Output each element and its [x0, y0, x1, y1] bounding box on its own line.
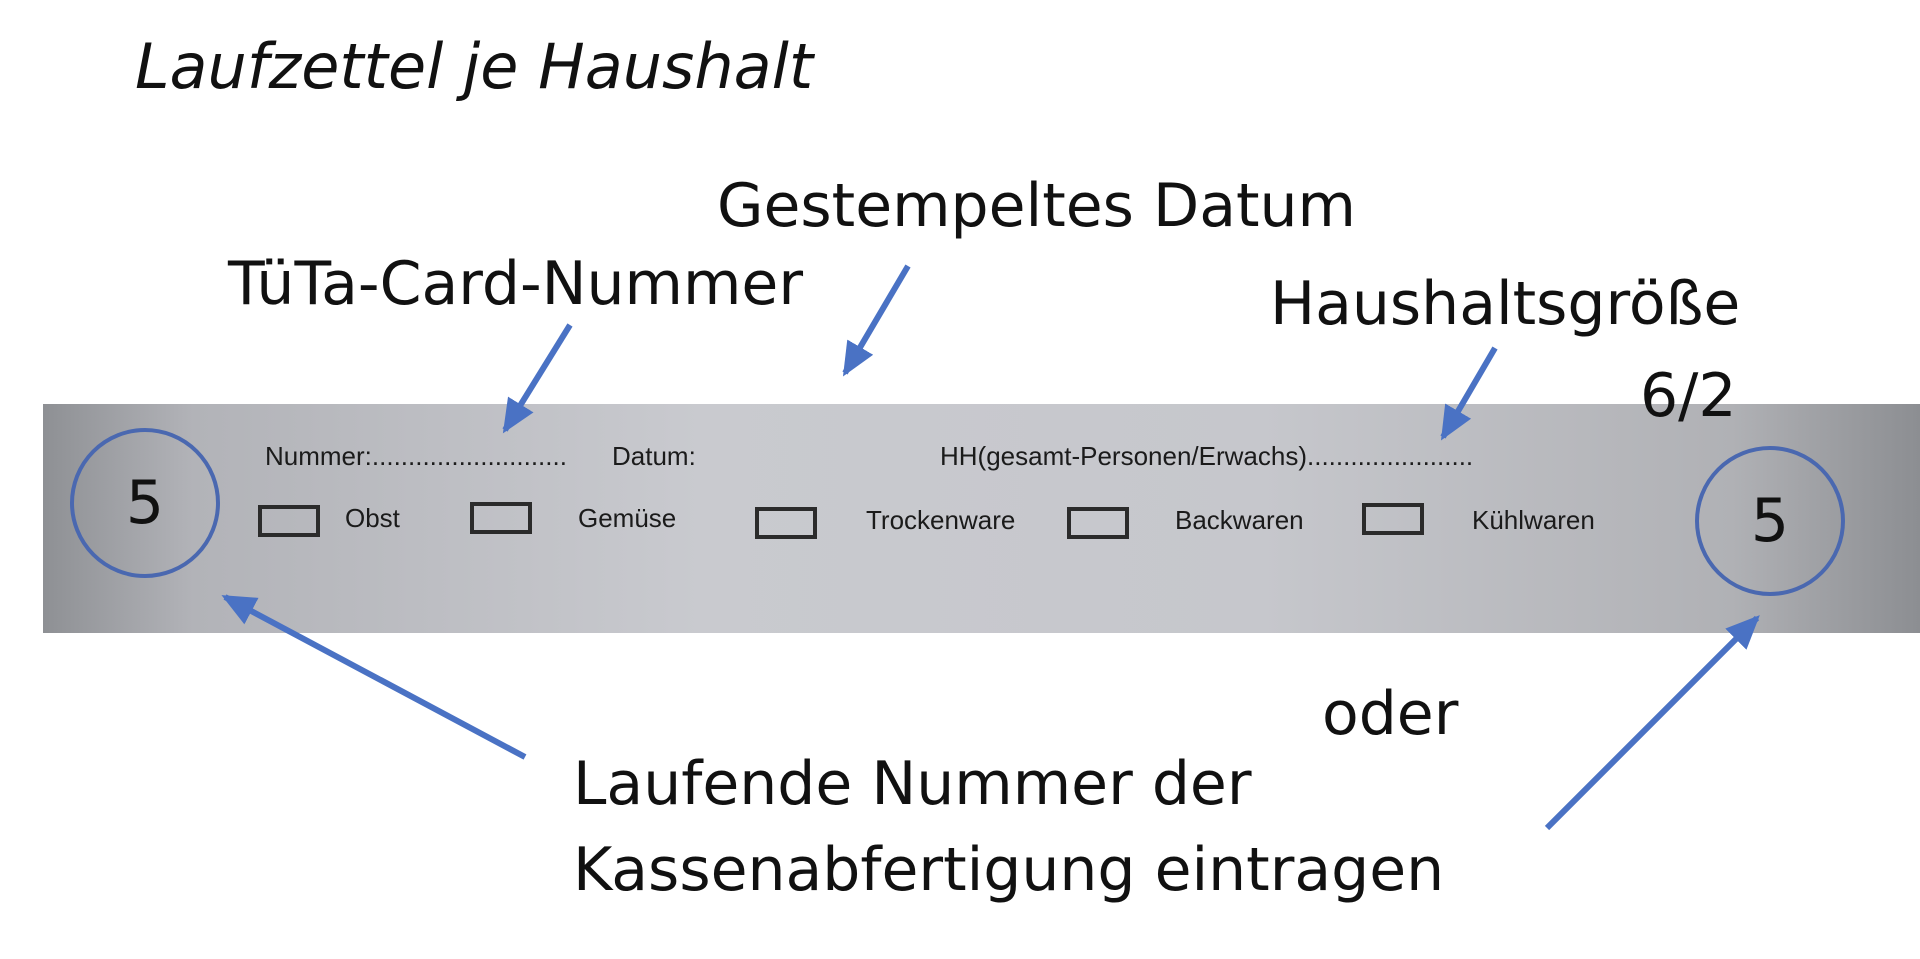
callout-or: oder [1322, 679, 1459, 749]
arrow-running-number-left [221, 594, 527, 760]
running-number-left: 5 [125, 468, 165, 538]
running-number-circle-left: 5 [70, 428, 220, 578]
running-number-right: 5 [1750, 486, 1790, 556]
form-number-label: Nummer:........................... [265, 441, 567, 471]
form-household-label: HH(gesamt-Personen/Erwachs).............… [940, 441, 1474, 471]
arrow-running-number-right [1544, 615, 1760, 831]
label-trockenware: Trockenware [866, 505, 1016, 535]
callout-household-size: Haushaltsgröße [1270, 269, 1741, 339]
callout-stamped-date: Gestempeltes Datum [717, 171, 1356, 241]
arrow-stamped-date [842, 264, 911, 377]
label-gemuese: Gemüse [578, 503, 677, 533]
checkbox-trockenware [755, 507, 817, 539]
label-backwaren: Backwaren [1175, 505, 1304, 535]
label-obst: Obst [345, 503, 400, 533]
arrow-card-number [502, 323, 573, 434]
checkbox-obst [258, 505, 320, 537]
callout-running-number-line1: Laufende Nummer der [573, 749, 1252, 819]
callout-running-number-line2: Kassenabfertigung eintragen [573, 835, 1445, 905]
label-kuehlwaren: Kühlwaren [1472, 505, 1595, 535]
checkbox-kuehlwaren [1362, 503, 1424, 535]
checkbox-backwaren [1067, 507, 1129, 539]
callout-card-number: TüTa-Card-Nummer [228, 249, 803, 319]
running-number-circle-right: 5 [1695, 446, 1845, 596]
checkbox-gemuese [470, 502, 532, 534]
slide-title: Laufzettel je Haushalt [135, 30, 814, 103]
form-date-label: Datum: [612, 441, 696, 471]
callout-household-size-value: 6/2 [1640, 361, 1737, 431]
arrow-household-size [1440, 346, 1498, 441]
form-strip [43, 404, 1920, 633]
